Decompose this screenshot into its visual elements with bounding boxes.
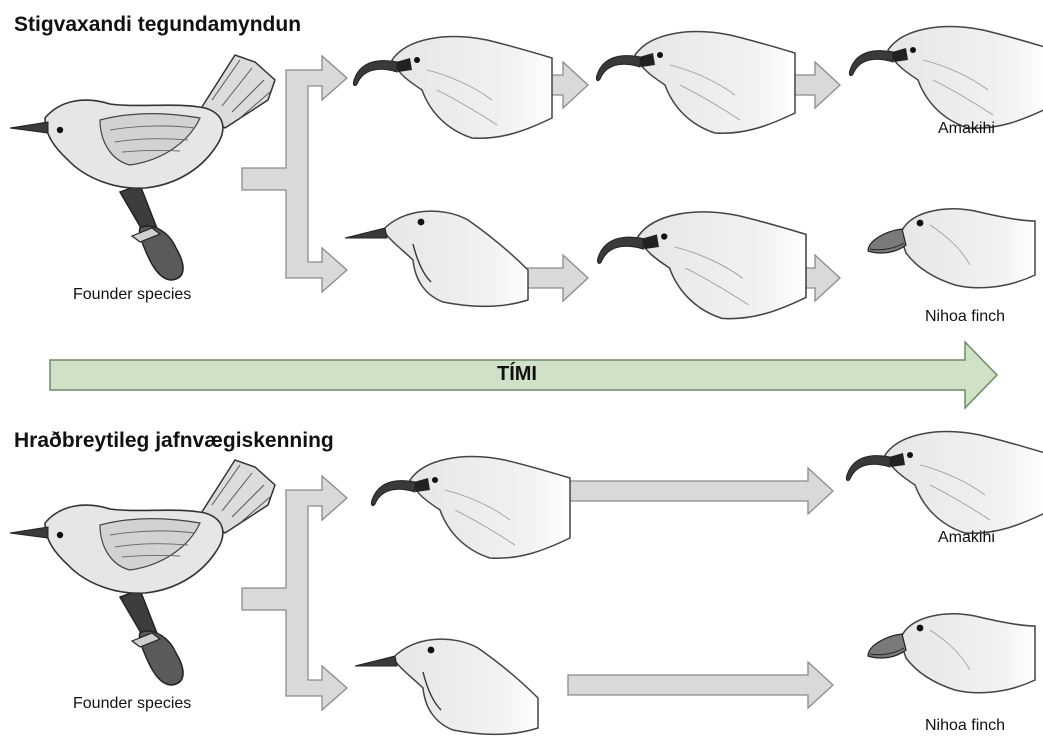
bird-head-amakihi-top: [848, 25, 1043, 130]
title-punctuated: Hraðbreytileg jafnvægiskenning: [14, 429, 334, 452]
bird-head-nihoa-bottom: [867, 613, 1036, 694]
founder-bird-top: [9, 54, 276, 281]
bird-head-lower-1: [344, 210, 529, 308]
time-label: TÍMI: [497, 363, 537, 385]
stage-arrow-lower-1: [519, 253, 589, 303]
amakihi-label-top: Amakihi: [938, 120, 995, 137]
bird-head-upper-1: [352, 35, 553, 140]
branch-arrow-top: [241, 54, 348, 294]
amakihi-label-bottom: Amakihi: [938, 529, 995, 546]
nihoa-label-top: Nihoa finch: [925, 308, 1006, 325]
founder-bird-bottom: [9, 459, 276, 686]
nihoa-label-bottom: Nihoa finch: [925, 717, 1006, 734]
time-arrow: [49, 340, 999, 410]
founder-label-bottom: Founder species: [73, 695, 192, 712]
long-arrow-upper: [567, 466, 834, 516]
founder-label-top: Founder species: [73, 286, 192, 303]
bird-head-upper-2: [595, 30, 796, 135]
long-arrow-lower: [567, 660, 834, 710]
title-gradual: Stigvaxandi tegundamyndun: [14, 13, 302, 36]
bird-head-nihoa-top: [867, 208, 1036, 289]
bird-head-amakihi-bottom: [845, 430, 1043, 535]
bird-head-lower-bottom: [354, 638, 539, 736]
bird-head-upper-bottom: [370, 455, 571, 560]
branch-arrow-bottom: [241, 474, 348, 712]
bird-head-lower-2: [596, 211, 807, 320]
